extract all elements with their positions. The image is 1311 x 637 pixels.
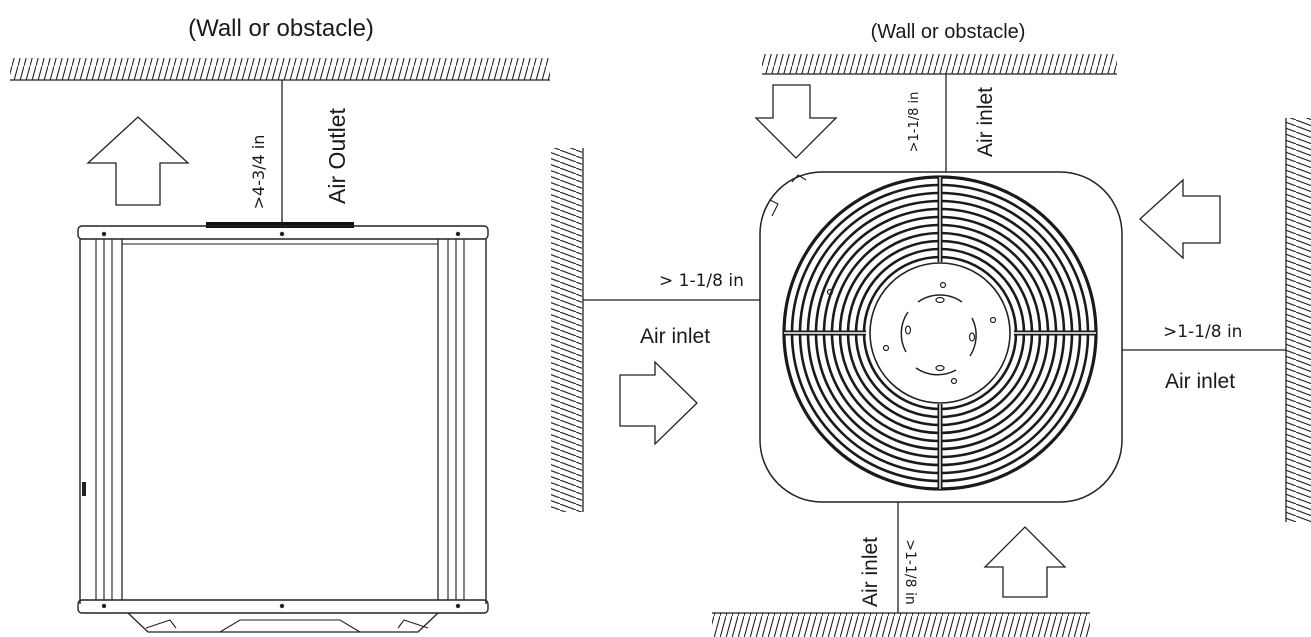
air-outlet-label: Air Outlet (324, 107, 350, 203)
fan-hub (826, 262, 1011, 404)
right-wall-hatch-vertical (1285, 118, 1311, 522)
side-unit-screws (101, 231, 461, 609)
left-clearance-label: >4-3/4 in (249, 135, 268, 210)
left-wall-hatch-vertical (551, 148, 584, 512)
right-air-inlet-label: Air inlet (1165, 370, 1235, 393)
right-clearance-label: >1-1/8 in (1163, 322, 1242, 342)
left-wall-hatch (10, 58, 550, 81)
top-wall-hatch (762, 54, 1117, 75)
left-side-view: (Wall or obstacle) >4-3/4 in Air Outlet (10, 15, 550, 633)
heat-pump-side-unit (77, 222, 489, 633)
left-clearance-label-top-view: > 1-1/8 in (659, 271, 744, 291)
bottom-inlet-up-arrow-icon (983, 526, 1067, 598)
top-air-inlet-label: Air inlet (974, 87, 997, 157)
left-wall-label: (Wall or obstacle) (188, 15, 374, 42)
right-wall-label: (Wall or obstacle) (871, 21, 1026, 43)
top-clearance-label: >1-1/8 in (907, 92, 922, 153)
left-air-inlet-label: Air inlet (640, 325, 710, 348)
right-inlet-left-arrow-icon (1139, 178, 1221, 260)
top-inlet-down-arrow-icon (754, 84, 838, 159)
heat-pump-top-unit (759, 171, 1123, 503)
bottom-clearance-label: >1-1/8 in (902, 539, 918, 604)
outlet-up-arrow-icon (86, 116, 190, 206)
fan-grille (782, 175, 1098, 491)
bottom-wall-hatch (712, 612, 1090, 637)
bottom-air-inlet-label: Air inlet (859, 537, 882, 607)
right-top-view: (Wall or obstacle) >1-1/8 in Air inlet >… (551, 21, 1311, 637)
left-inlet-right-arrow-icon (619, 360, 698, 446)
